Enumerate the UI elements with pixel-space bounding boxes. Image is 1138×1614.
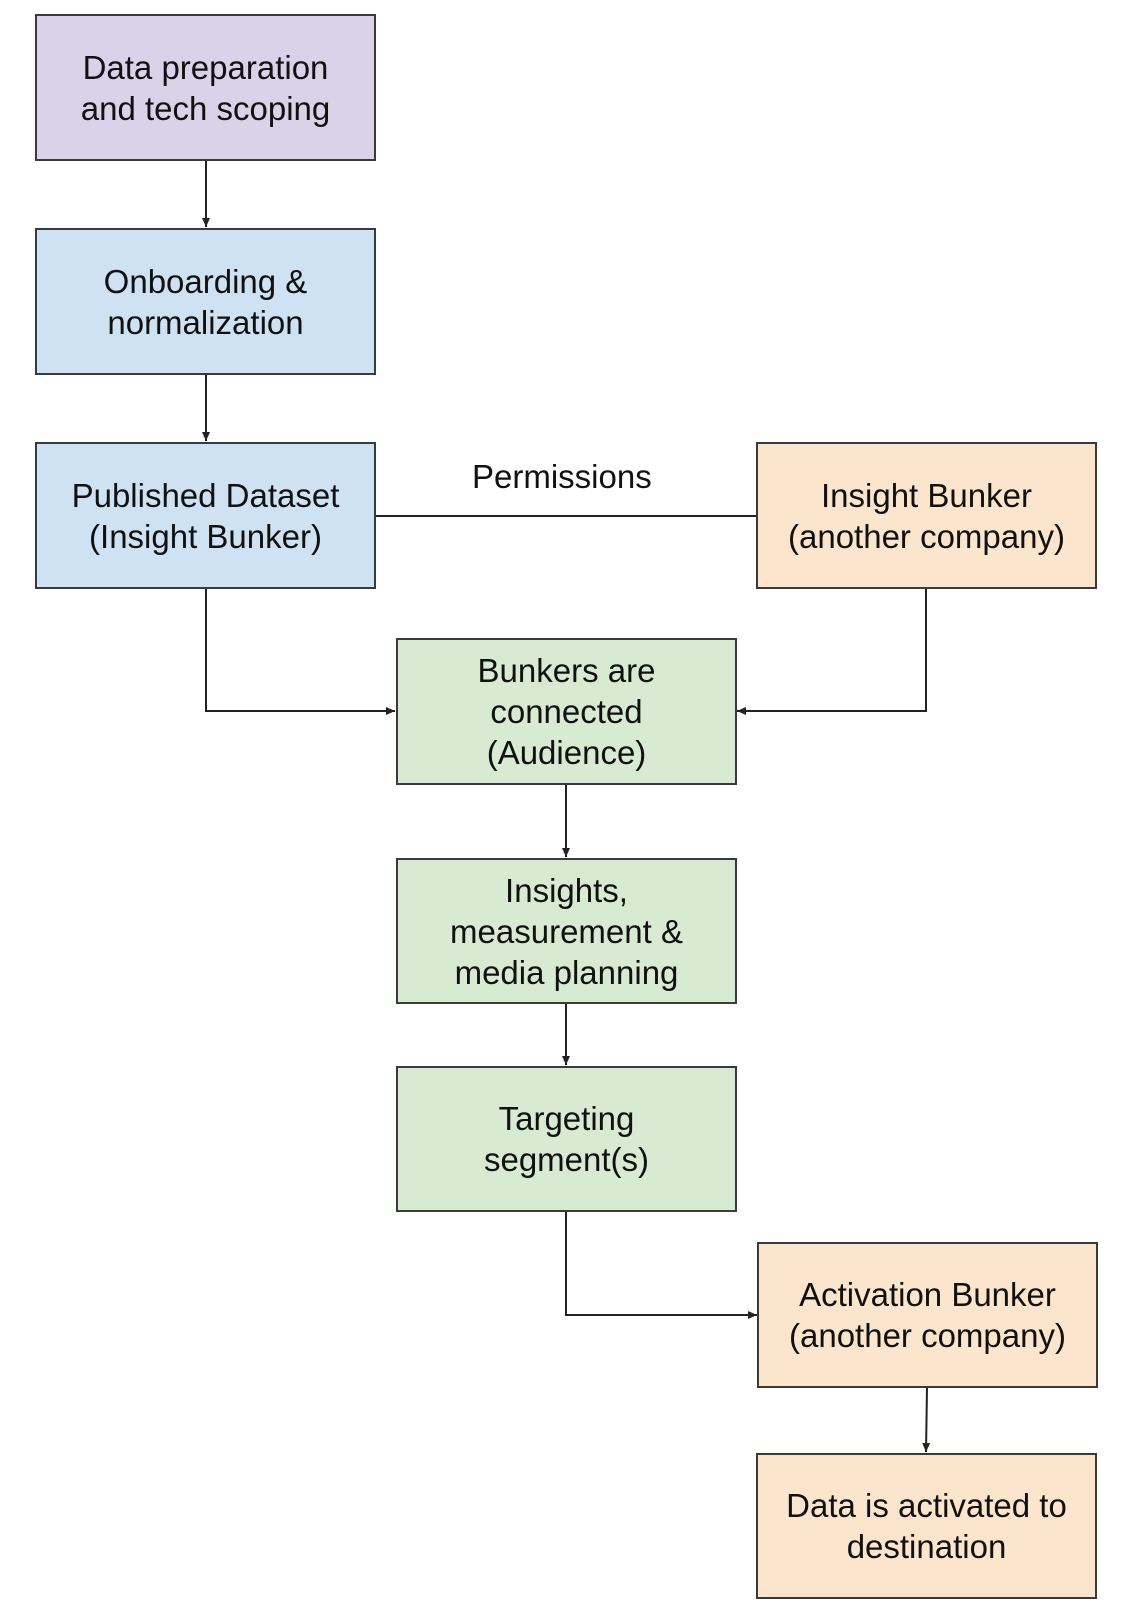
- permissions-label: Permissions: [472, 458, 652, 495]
- node-targeting-segments: Targeting segment(s): [396, 1066, 737, 1212]
- node-activation-bunker: Activation Bunker (another company): [757, 1242, 1098, 1388]
- node-data-activated: Data is activated to destination: [756, 1453, 1097, 1599]
- node-published-dataset: Published Dataset (Insight Bunker): [35, 442, 376, 589]
- arrow-activation-to-destination: [922, 1387, 931, 1453]
- node-data-preparation: Data preparation and tech scoping: [35, 14, 376, 161]
- arrow-insight-bunker-to-connected: [737, 589, 927, 715]
- arrow-targeting-to-activation: [565, 1212, 757, 1319]
- node-insights-measurement: Insights, measurement & media planning: [396, 858, 737, 1004]
- node-onboarding: Onboarding & normalization: [35, 228, 376, 375]
- node-bunkers-connected: Bunkers are connected (Audience): [396, 638, 737, 785]
- node-insight-bunker-other-company: Insight Bunker (another company): [756, 442, 1097, 589]
- arrow-published-to-connected: [205, 589, 395, 715]
